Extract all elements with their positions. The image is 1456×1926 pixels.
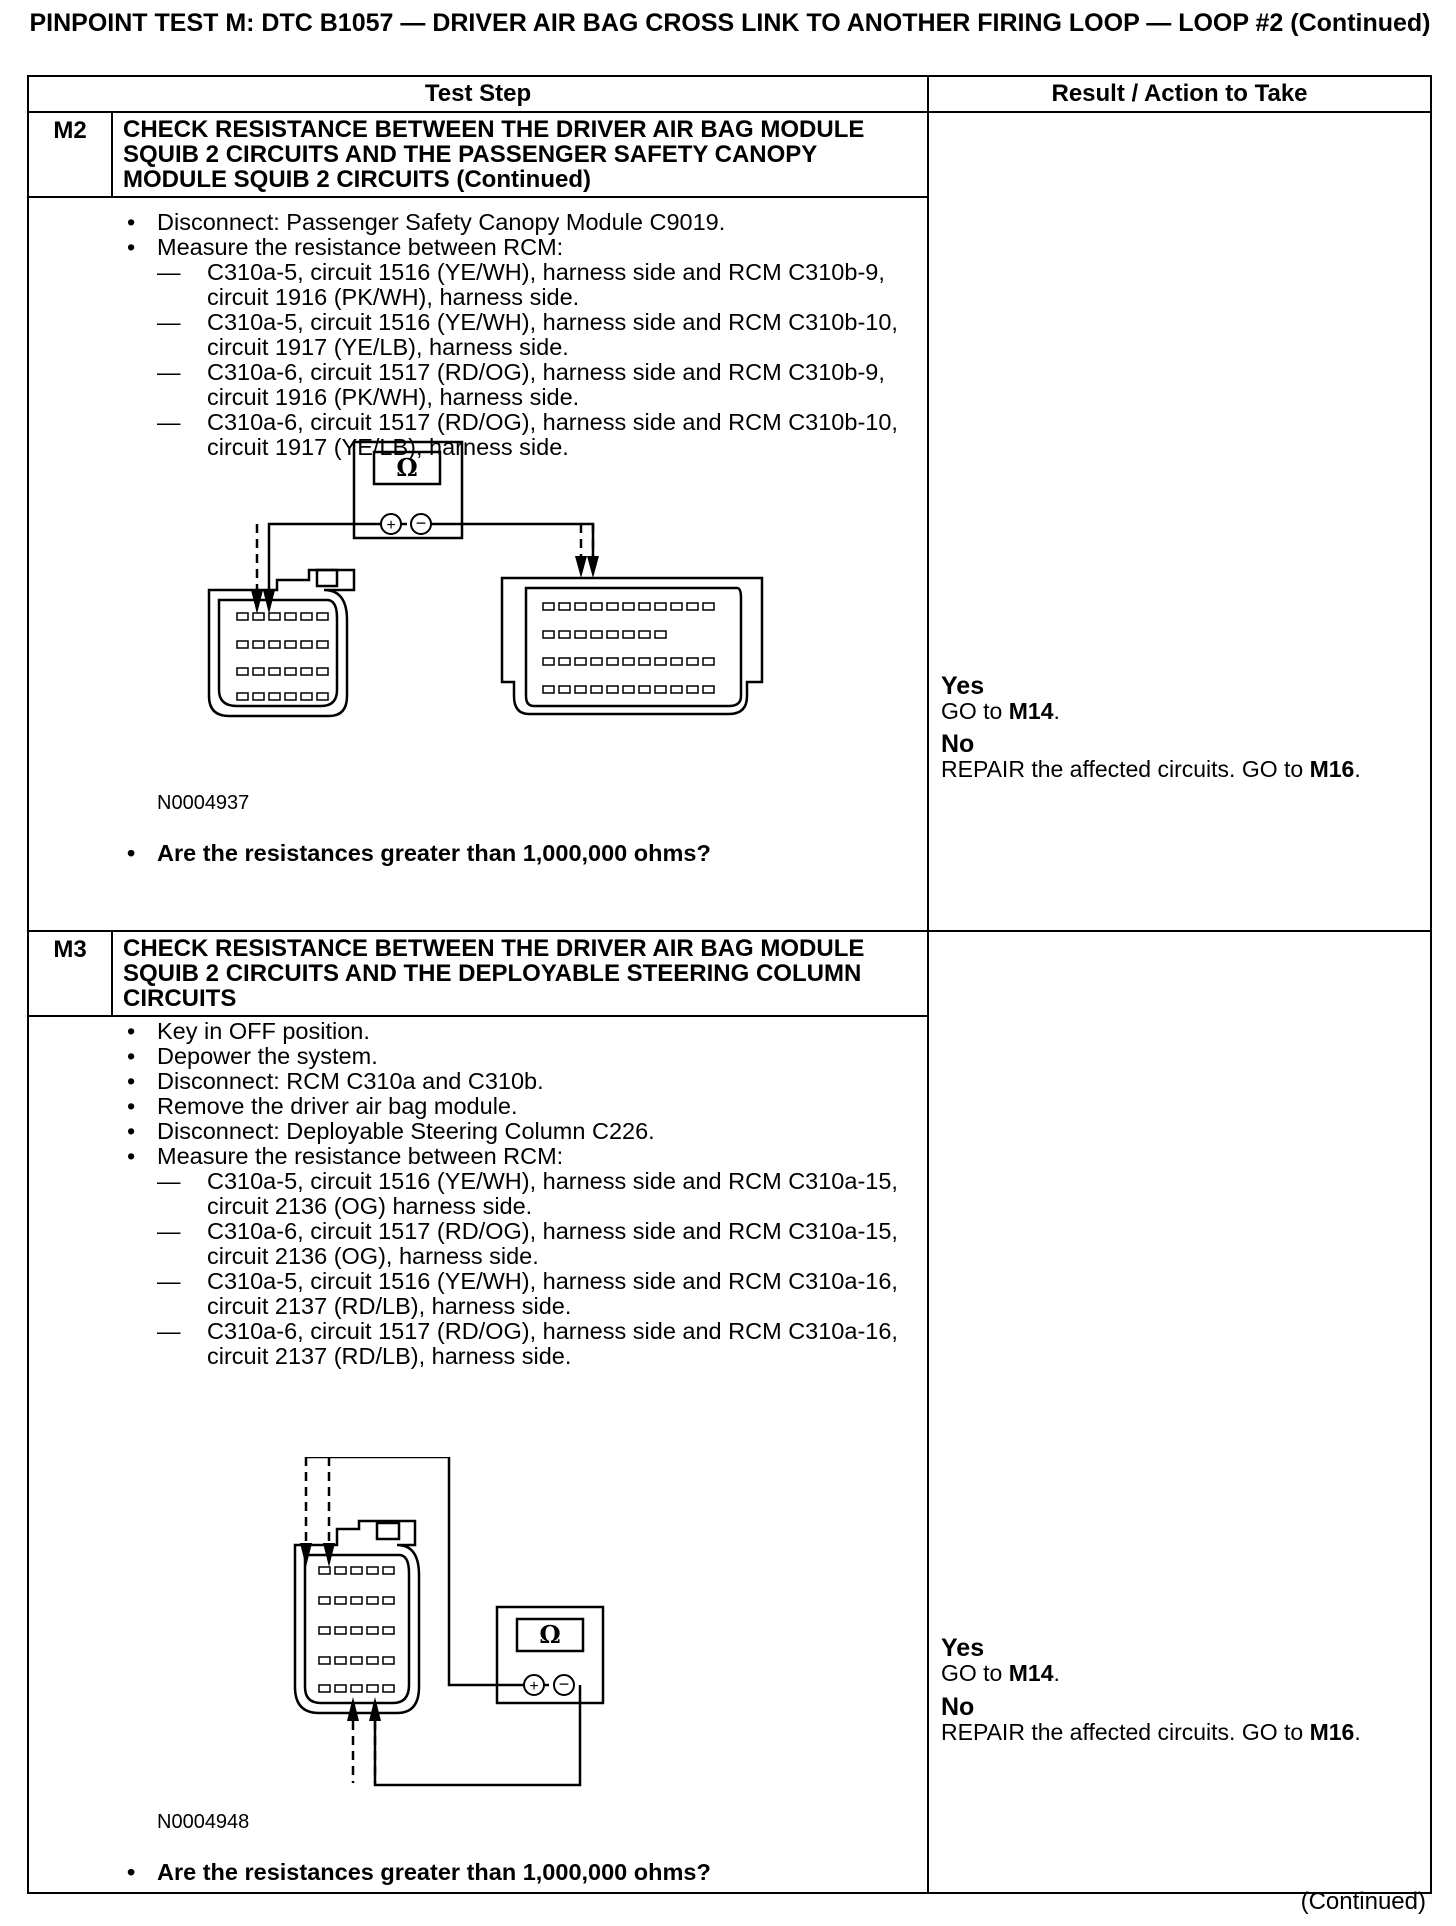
measurement-list: C310a-5, circuit 1516 (YE/WH), harness s…	[157, 1169, 927, 1369]
figure-label: N0004937	[157, 792, 250, 814]
yes-label: Yes	[941, 1634, 985, 1662]
result-yes: Yes GO to M14.	[941, 673, 1060, 724]
pinpoint-test-table: Test Step Result / Action to Take M2 CHE…	[27, 75, 1432, 1894]
step-m2-result-cell: Yes GO to M14. No REPAIR the affected ci…	[927, 111, 1432, 932]
list-item: Disconnect: Deployable Steering Column C…	[127, 1119, 927, 1145]
step-question: Are the resistances greater than 1,000,0…	[127, 1860, 711, 1886]
m3-wiring-diagram: Ω + −	[293, 1457, 605, 1787]
step-question: Are the resistances greater than 1,000,0…	[127, 841, 711, 867]
step-m2-bullets: Disconnect: Passenger Safety Canopy Modu…	[127, 210, 927, 460]
step-title: CHECK RESISTANCE BETWEEN THE DRIVER AIR …	[111, 111, 929, 198]
list-item: C310a-6, circuit 1517 (RD/OG), harness s…	[157, 1219, 927, 1269]
header-result: Result / Action to Take	[927, 75, 1432, 113]
list-item: C310a-5, circuit 1516 (YE/WH), harness s…	[157, 310, 927, 360]
figure-label: N0004948	[157, 1811, 250, 1833]
no-action: REPAIR the affected circuits. GO to M16.	[941, 1719, 1361, 1745]
svg-text:−: −	[416, 513, 427, 533]
yes-action: GO to M14.	[941, 1660, 1060, 1686]
list-item: C310a-5, circuit 1516 (YE/WH), harness s…	[157, 1169, 927, 1219]
svg-text:−: −	[559, 1674, 570, 1694]
step-m3-content: Key in OFF position. Depower the system.…	[27, 1015, 929, 1894]
list-item: Disconnect: Passenger Safety Canopy Modu…	[127, 210, 927, 236]
list-item: Depower the system.	[127, 1044, 927, 1070]
step-id: M2	[27, 111, 113, 198]
table-header-row: Test Step Result / Action to Take	[27, 75, 1432, 113]
list-item: Disconnect: RCM C310a and C310b.	[127, 1069, 927, 1095]
continued-note: (Continued)	[1300, 1888, 1426, 1915]
ohmmeter-symbol-icon: Ω	[539, 1620, 560, 1649]
list-item: Key in OFF position.	[127, 1019, 927, 1045]
list-item: Measure the resistance between RCM: C310…	[127, 1144, 927, 1369]
page-title: PINPOINT TEST M: DTC B1057 — DRIVER AIR …	[29, 9, 1431, 37]
measurement-list: C310a-5, circuit 1516 (YE/WH), harness s…	[157, 260, 927, 460]
list-item: Measure the resistance between RCM: C310…	[127, 235, 927, 460]
ohmmeter-symbol-icon: Ω	[396, 453, 417, 482]
list-item: C310a-5, circuit 1516 (YE/WH), harness s…	[157, 1269, 927, 1319]
no-action: REPAIR the affected circuits. GO to M16.	[941, 756, 1361, 782]
list-item: Remove the driver air bag module.	[127, 1094, 927, 1120]
result-yes: Yes GO to M14.	[941, 1635, 1060, 1686]
result-no: No REPAIR the affected circuits. GO to M…	[941, 731, 1361, 782]
step-m3-title-row: M3 CHECK RESISTANCE BETWEEN THE DRIVER A…	[27, 930, 1432, 1894]
yes-action: GO to M14.	[941, 698, 1060, 724]
step-m3-content-row: Key in OFF position. Depower the system.…	[27, 1015, 1431, 1894]
step-m2-content-row: Disconnect: Passenger Safety Canopy Modu…	[27, 196, 1431, 932]
list-item: C310a-5, circuit 1516 (YE/WH), harness s…	[157, 260, 927, 310]
header-test-step: Test Step	[27, 75, 929, 113]
step-m3-bullets: Key in OFF position. Depower the system.…	[127, 1019, 927, 1369]
step-m2-content: Disconnect: Passenger Safety Canopy Modu…	[27, 196, 929, 932]
step-m3-result-cell: Yes GO to M14. No REPAIR the affected ci…	[927, 930, 1432, 1894]
svg-text:+: +	[529, 1678, 538, 1695]
no-label: No	[941, 730, 975, 758]
yes-label: Yes	[941, 672, 985, 700]
list-item: C310a-6, circuit 1517 (RD/OG), harness s…	[157, 360, 927, 410]
result-no: No REPAIR the affected circuits. GO to M…	[941, 1694, 1361, 1745]
m2-wiring-diagram: Ω + −	[207, 440, 764, 718]
list-item: C310a-6, circuit 1517 (RD/OG), harness s…	[157, 1319, 927, 1369]
list-item: C310a-6, circuit 1517 (RD/OG), harness s…	[157, 410, 927, 460]
svg-text:+: +	[386, 517, 395, 534]
step-title: CHECK RESISTANCE BETWEEN THE DRIVER AIR …	[111, 930, 929, 1017]
no-label: No	[941, 1693, 975, 1721]
step-id: M3	[27, 930, 113, 1017]
step-m2-title-row: M2 CHECK RESISTANCE BETWEEN THE DRIVER A…	[27, 111, 1432, 932]
